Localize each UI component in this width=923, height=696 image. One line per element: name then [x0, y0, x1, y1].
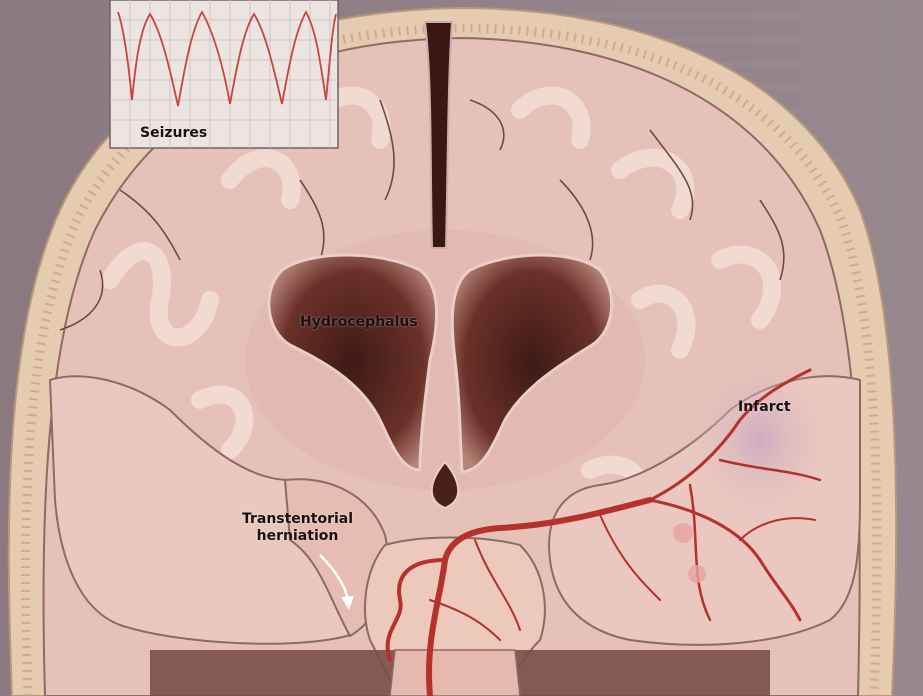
seizures-inset: [109, 0, 339, 149]
eeg-trace: [117, 10, 337, 107]
herniation-arrow: [319, 554, 354, 610]
seizures-label: Seizures: [140, 125, 208, 141]
third-ventricle: [430, 460, 460, 510]
skull-inner-dots: [21, 23, 882, 696]
transtentorial-label-line1: Transtentorial: [241, 511, 354, 527]
hydrocephalus-label: Hydrocephalus: [300, 314, 418, 330]
left-lateral-ventricle: [267, 253, 438, 472]
transtentorial-label-line2: herniation: [256, 528, 339, 544]
infarct-label: Infarct: [738, 399, 791, 415]
brainstem-lower: [389, 649, 521, 696]
infarct-region: [680, 350, 840, 530]
infarct-spot-2: [688, 565, 706, 583]
infarct-spot-1: [673, 523, 693, 543]
right-lateral-ventricle: [450, 253, 614, 474]
arteries: [385, 368, 822, 696]
longitudinal-fissure: [423, 21, 454, 249]
transtentorial-herniation-label: Transtentorial herniation: [240, 511, 355, 545]
